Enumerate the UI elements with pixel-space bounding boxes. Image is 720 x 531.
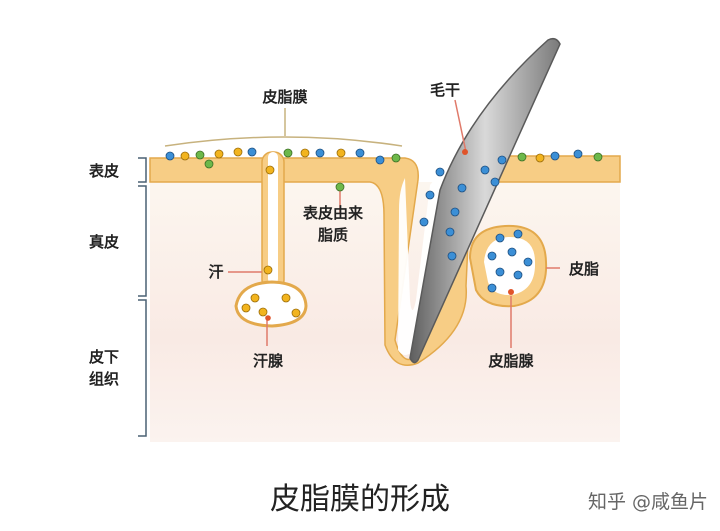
sebum-film-arc: [164, 136, 403, 147]
hair-shaft: [409, 37, 561, 364]
label-lipid-from-epidermis-1: 表皮由来: [303, 204, 364, 222]
label-epidermis: 表皮: [89, 162, 119, 180]
sweat-duct-lumen: [268, 152, 278, 284]
sebaceous-gland-inner: [484, 236, 536, 296]
label-subcutaneous-2: 组织: [89, 370, 119, 388]
label-hair-shaft: 毛干: [430, 81, 460, 99]
sweat-gland-body: [234, 280, 308, 328]
label-sebum-film: 皮脂膜: [262, 88, 307, 106]
watermark: 知乎 @咸鱼片: [588, 491, 708, 513]
layer-brackets: [138, 157, 147, 437]
label-dermis: 真皮: [89, 233, 119, 251]
lipid-dots: [165, 147, 603, 321]
leader-lines: [228, 99, 560, 348]
label-lipid-from-epidermis-2: 脂质: [318, 226, 348, 244]
label-sebaceous-gland: 皮脂腺: [488, 352, 534, 370]
label-sweat: 汗: [208, 263, 223, 281]
label-subcutaneous-1: 皮下: [89, 348, 119, 366]
label-sweat-gland: 汗腺: [253, 352, 284, 370]
diagram-caption: 皮脂膜的形成: [270, 482, 450, 517]
label-sebum: 皮脂: [569, 260, 599, 278]
